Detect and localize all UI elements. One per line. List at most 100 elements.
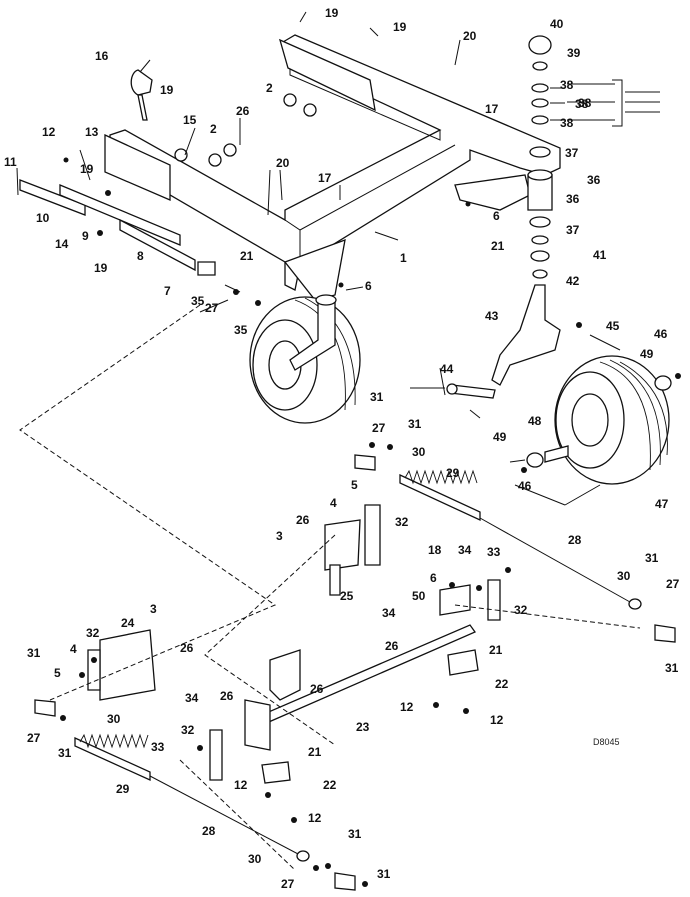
callout-31: 31 <box>377 867 391 881</box>
callout-19: 19 <box>393 20 407 34</box>
callout-20: 20 <box>276 156 290 170</box>
callout-8: 8 <box>137 249 144 263</box>
callout-26: 26 <box>296 513 310 527</box>
callout-27: 27 <box>281 877 295 891</box>
callout-34: 34 <box>382 606 396 620</box>
callout-31: 31 <box>645 551 659 565</box>
callout-33: 33 <box>151 740 165 754</box>
callout-30: 30 <box>107 712 121 726</box>
callout-30: 30 <box>248 852 262 866</box>
callout-31: 31 <box>665 661 679 675</box>
callout-38: 38 <box>578 96 592 110</box>
callout-32: 32 <box>514 603 528 617</box>
callout-12: 12 <box>308 811 322 825</box>
callout-34: 34 <box>185 691 199 705</box>
callout-27: 27 <box>27 731 41 745</box>
callout-3: 3 <box>276 529 283 543</box>
callout-35: 35 <box>234 323 248 337</box>
callout-16: 16 <box>95 49 109 63</box>
caster-stack <box>491 35 660 386</box>
callout-7: 7 <box>164 284 171 298</box>
callout-labels: 19 19 20 40 39 38 38 38 38 16 2 17 19 26… <box>4 6 680 891</box>
callout-12: 12 <box>234 778 248 792</box>
callout-12: 12 <box>400 700 414 714</box>
callout-22: 22 <box>323 778 337 792</box>
callout-27: 27 <box>205 301 219 315</box>
callout-33: 33 <box>487 545 501 559</box>
callout-21: 21 <box>491 239 505 253</box>
spring-assemblies <box>34 454 676 891</box>
callout-48: 48 <box>528 414 542 428</box>
callout-38: 38 <box>575 97 589 111</box>
callout-2: 2 <box>266 81 273 95</box>
callout-29: 29 <box>446 466 460 480</box>
callout-32: 32 <box>181 723 195 737</box>
callout-27: 27 <box>666 577 680 591</box>
callout-3: 3 <box>150 602 157 616</box>
callout-31: 31 <box>58 746 72 760</box>
callout-19: 19 <box>325 6 339 20</box>
callout-29: 29 <box>116 782 130 796</box>
callout-6: 6 <box>365 279 372 293</box>
callout-36: 36 <box>566 192 580 206</box>
callout-21: 21 <box>489 643 503 657</box>
handle-linkage <box>19 69 317 276</box>
callout-1: 1 <box>400 251 407 265</box>
callout-19: 19 <box>94 261 108 275</box>
callout-45: 45 <box>606 319 620 333</box>
callout-24: 24 <box>121 616 135 630</box>
callout-32: 32 <box>86 626 100 640</box>
callout-2: 2 <box>210 122 217 136</box>
callout-6: 6 <box>430 571 437 585</box>
callout-37: 37 <box>566 223 580 237</box>
callout-44: 44 <box>440 362 454 376</box>
callout-11: 11 <box>4 155 17 169</box>
callout-26: 26 <box>236 104 250 118</box>
callout-36: 36 <box>587 173 601 187</box>
callout-leaders <box>16 11 621 463</box>
callout-47: 47 <box>655 497 669 511</box>
main-frame <box>104 34 561 301</box>
callout-5: 5 <box>54 666 61 680</box>
callout-41: 41 <box>593 248 607 262</box>
callout-50: 50 <box>412 589 426 603</box>
callout-35: 35 <box>191 294 205 308</box>
callout-19: 19 <box>160 83 174 97</box>
callout-26: 26 <box>310 682 324 696</box>
callout-20: 20 <box>463 29 477 43</box>
callout-25: 25 <box>340 589 354 603</box>
callout-32: 32 <box>395 515 409 529</box>
callout-31: 31 <box>370 390 384 404</box>
callout-14: 14 <box>55 237 69 251</box>
assembly-guide-lines <box>19 304 641 871</box>
callout-27: 27 <box>372 421 386 435</box>
callout-38: 38 <box>560 78 574 92</box>
callout-6: 6 <box>493 209 500 223</box>
callout-4: 4 <box>70 642 77 656</box>
caster-wheel-left <box>249 294 361 424</box>
callout-39: 39 <box>567 46 581 60</box>
callout-31: 31 <box>348 827 362 841</box>
callout-19: 19 <box>80 162 94 176</box>
callout-46: 46 <box>518 479 532 493</box>
callout-12: 12 <box>42 125 56 139</box>
caster-wheel-right <box>446 355 672 506</box>
callout-34: 34 <box>458 543 472 557</box>
callout-17: 17 <box>318 171 332 185</box>
callout-49: 49 <box>640 347 654 361</box>
callout-21: 21 <box>240 249 254 263</box>
callout-13: 13 <box>85 125 99 139</box>
callout-38: 38 <box>560 116 574 130</box>
callout-26: 26 <box>385 639 399 653</box>
callout-40: 40 <box>550 17 564 31</box>
callout-49: 49 <box>493 430 507 444</box>
callout-43: 43 <box>485 309 499 323</box>
coil-springs <box>79 469 478 749</box>
callout-30: 30 <box>617 569 631 583</box>
callout-37: 37 <box>565 146 579 160</box>
callout-30: 30 <box>412 445 426 459</box>
callout-28: 28 <box>568 533 582 547</box>
callout-28: 28 <box>202 824 216 838</box>
figure-code: D8045 <box>593 737 620 747</box>
callout-4: 4 <box>330 496 337 510</box>
